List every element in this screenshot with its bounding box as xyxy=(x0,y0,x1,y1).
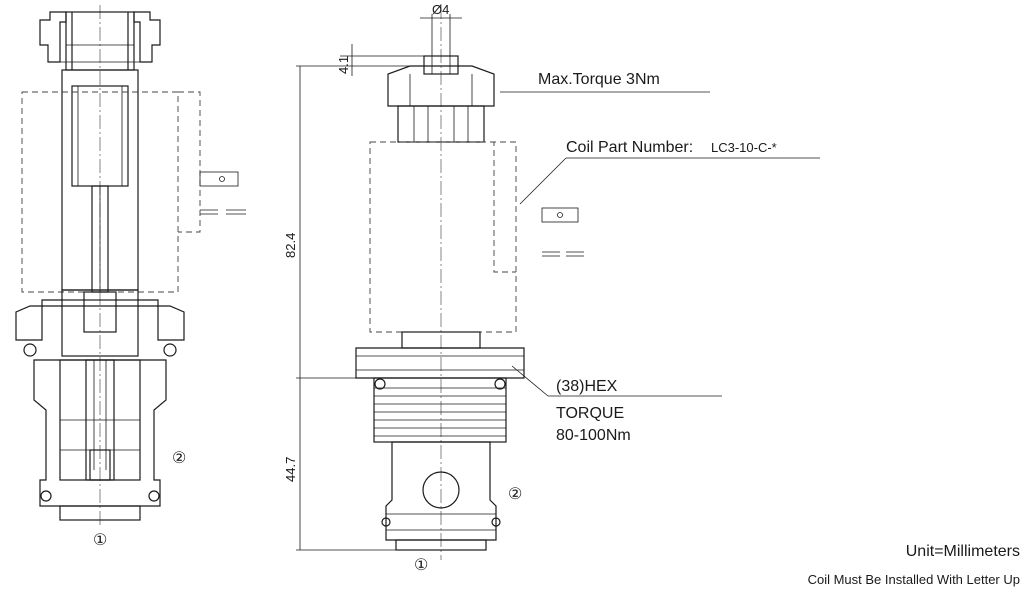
nose xyxy=(59,505,141,521)
coil-install-note: Coil Must Be Installed With Letter Up xyxy=(808,572,1020,587)
coil-terminal-box xyxy=(178,91,201,233)
seat-insert xyxy=(83,291,117,333)
coil-part-number: LC3-10-C-* xyxy=(711,140,777,155)
lower-oring-l xyxy=(381,517,391,527)
right-top-finger xyxy=(133,11,161,63)
knob-head xyxy=(387,65,495,107)
coil-leader xyxy=(519,157,567,205)
coil-terminal-right xyxy=(493,141,516,273)
dim-top-height: 4.1 xyxy=(336,56,351,74)
oring-right xyxy=(163,343,177,357)
outline-port-2-label: ② xyxy=(508,486,522,503)
coil-outline-right xyxy=(369,141,517,333)
coil-part-prefix: Coil Part Number: xyxy=(566,139,693,156)
oring-left xyxy=(23,343,37,357)
dim-total-length: 82.4 xyxy=(283,233,298,258)
lower-nose xyxy=(395,539,487,551)
seat-block xyxy=(61,299,139,357)
section-port-1-label: ① xyxy=(93,532,107,549)
hex-label: (38)HEX xyxy=(556,378,618,395)
section-port-2-label: ② xyxy=(172,450,186,467)
lower-oring-left xyxy=(40,490,52,502)
cartridge-body xyxy=(33,359,167,507)
outline-port-1-label: ① xyxy=(414,557,428,574)
torque-label: TORQUE xyxy=(556,405,624,422)
dim-lower-length: 44.7 xyxy=(283,457,298,482)
hex-leader xyxy=(511,365,549,397)
hex-oring-right xyxy=(494,378,506,390)
hex-oring-left xyxy=(374,378,386,390)
callouts: Max.Torque 3Nm Coil Part Number: LC3-10-… xyxy=(500,71,820,444)
notes: Unit=Millimeters Coil Must Be Installed … xyxy=(808,543,1020,587)
hex-nut xyxy=(355,347,525,379)
port-2-hole xyxy=(422,471,460,509)
section-view: ② ① xyxy=(15,5,246,549)
terminal-hole-right xyxy=(557,212,563,218)
max-torque-label: Max.Torque 3Nm xyxy=(538,71,660,88)
terminal-tab xyxy=(199,171,239,187)
dimensions: Ø4 4.1 82.4 44.7 xyxy=(283,2,462,551)
unit-note: Unit=Millimeters xyxy=(906,543,1020,560)
lower-oring-r xyxy=(491,517,501,527)
dim-top-diameter: Ø4 xyxy=(432,2,449,17)
outline-view: ② ① xyxy=(355,5,584,574)
terminal-tab-right xyxy=(541,207,579,223)
lower-oring-right xyxy=(148,490,160,502)
torque-value: 80-100Nm xyxy=(556,427,631,444)
terminal-hole xyxy=(219,176,225,182)
lower-body xyxy=(385,441,497,541)
left-top-finger xyxy=(39,11,67,63)
thread-lines xyxy=(374,387,506,437)
knob-stem xyxy=(423,55,459,75)
